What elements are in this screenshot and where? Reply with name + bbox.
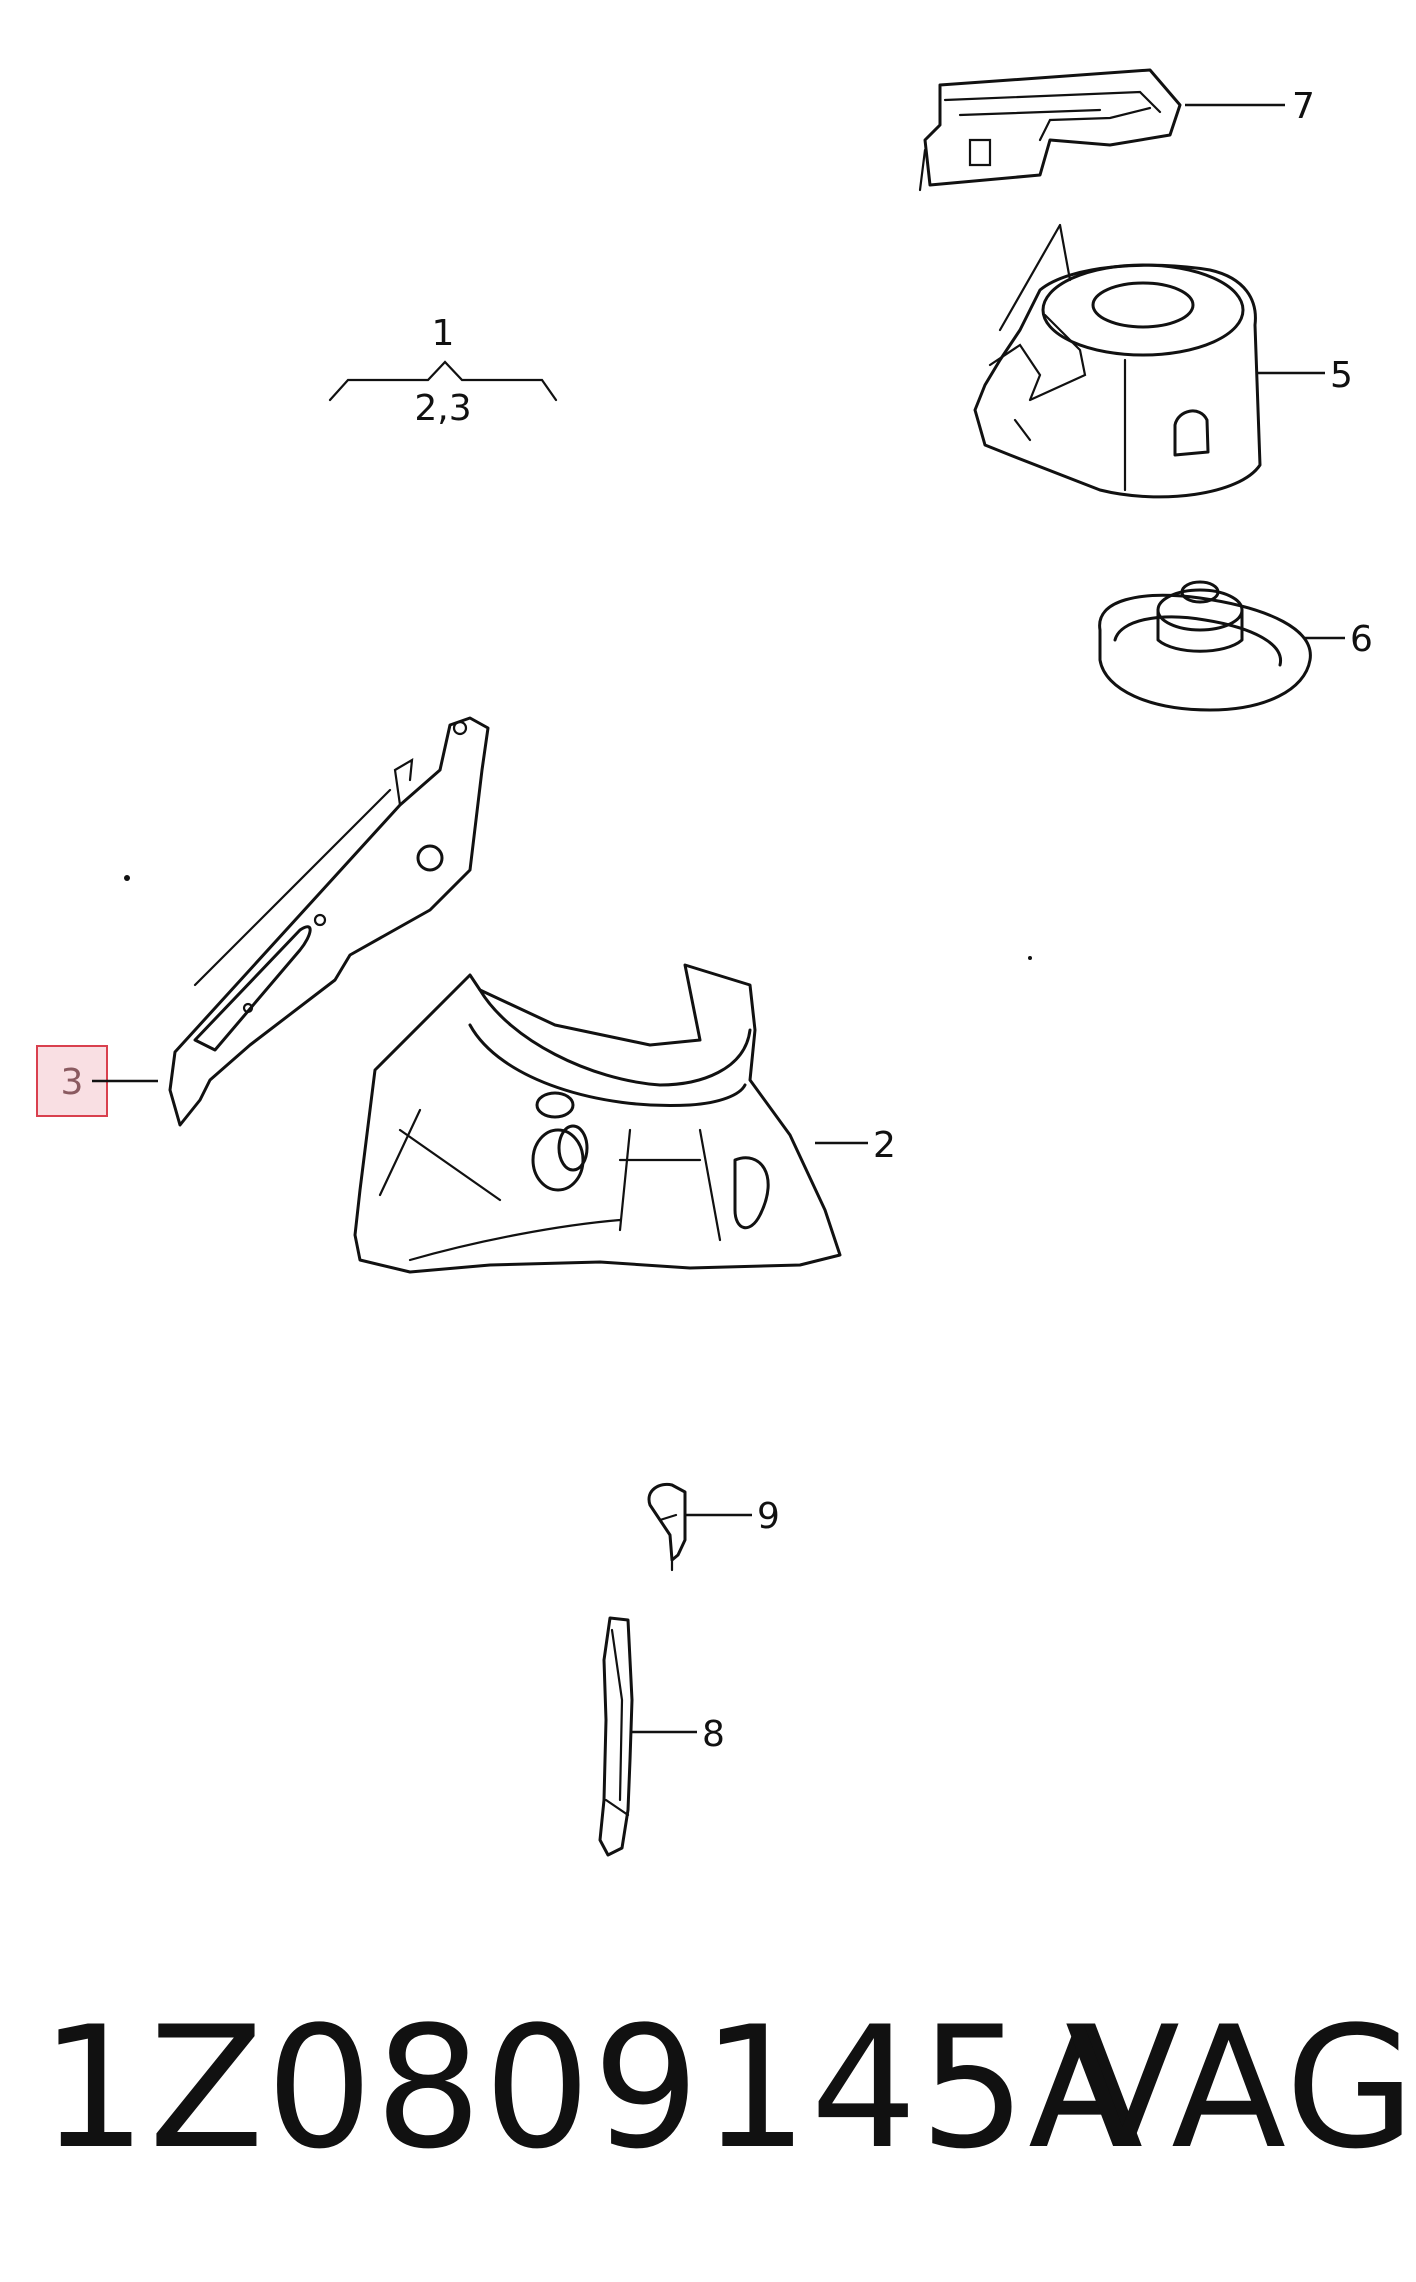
part-8-illustration	[598, 1616, 634, 1857]
footer-part-number-row: 1Z0809145A VAG	[0, 1990, 1416, 2220]
group-label-bottom: 2,3	[414, 388, 471, 429]
callout-6: 6	[1350, 619, 1373, 660]
part-2-illustration	[353, 963, 842, 1274]
callout-9: 9	[757, 1496, 780, 1537]
part-7-illustration	[918, 68, 1182, 192]
part-number: 1Z0809145A	[40, 1990, 1146, 2186]
part-5-illustration	[973, 223, 1262, 499]
callout-2: 2	[873, 1125, 896, 1166]
callout-5: 5	[1330, 355, 1353, 396]
speck-right	[1028, 956, 1032, 960]
group-label-top: 1	[432, 313, 455, 354]
brand-label: VAG	[1065, 1990, 1416, 2186]
callout-7: 7	[1292, 86, 1315, 127]
part-9-illustration	[647, 1482, 687, 1572]
callout-8: 8	[702, 1714, 725, 1755]
part-6-illustration	[1098, 580, 1312, 712]
callout-3: 3	[61, 1062, 84, 1103]
group-bracket: 1 2,3	[328, 313, 558, 429]
part-3-illustration	[168, 716, 490, 1127]
speck-left	[124, 875, 130, 881]
parts-diagram: 1 2,3 7 5 6 3	[36, 68, 1373, 1857]
